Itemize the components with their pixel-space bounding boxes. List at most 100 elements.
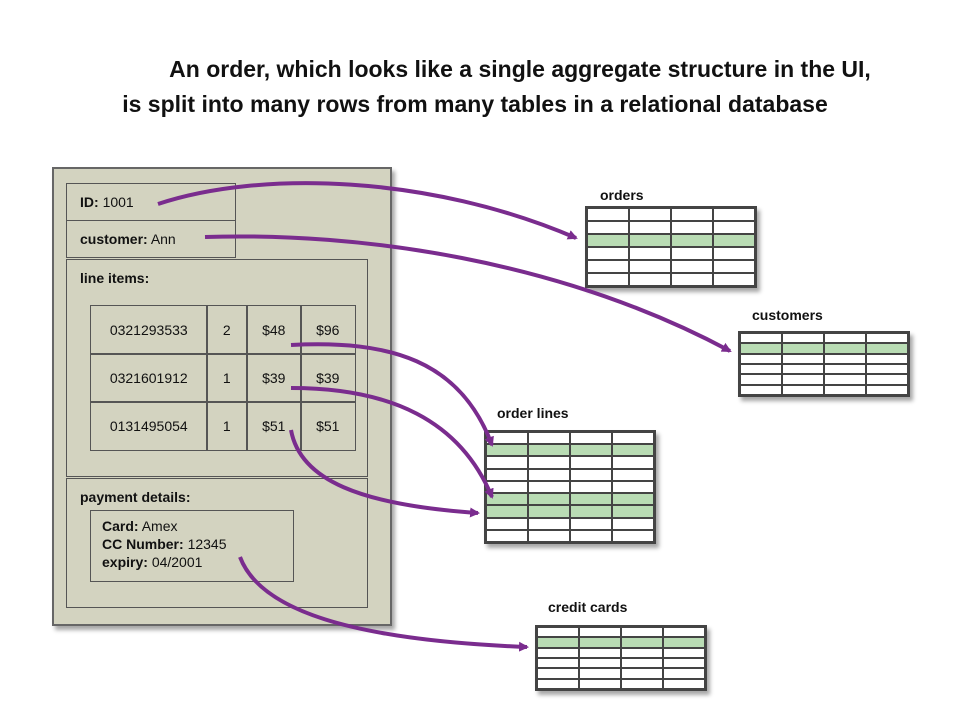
table-cell [621, 678, 663, 689]
table-cell [671, 260, 713, 273]
table-cell [528, 480, 570, 494]
caption-line-2: is split into many rows from many tables… [122, 91, 828, 117]
table-title-customers: customers [752, 307, 823, 323]
table-cell [587, 260, 629, 273]
table-cell [537, 658, 579, 669]
table-cell [740, 384, 782, 395]
caption-line-1: An order, which looks like a single aggr… [169, 56, 871, 82]
table-cell [713, 260, 755, 273]
line-item-1-item-price: $48 [246, 305, 302, 355]
table-cell [570, 529, 612, 542]
table-cell [537, 647, 579, 658]
table-cell [528, 432, 570, 445]
table-cell [570, 444, 612, 457]
table-cell [486, 517, 528, 530]
table-cell [782, 333, 824, 344]
line-item-2-item-isbn: 0321601912 [90, 353, 208, 403]
table-cell [579, 668, 621, 679]
cc-number-field: CC Number: 12345 [102, 536, 227, 552]
arrow-item3-to-order-lines [289, 429, 480, 518]
table-cell [713, 247, 755, 260]
table-cell [782, 343, 824, 354]
table-cell [579, 678, 621, 689]
table-cell [486, 468, 528, 481]
table-cell [570, 517, 612, 530]
table-cell [570, 480, 612, 494]
order-ui-panel: ID: 1001 customer: Ann line items: 03212… [52, 167, 392, 626]
order-id-value: 1001 [102, 194, 134, 210]
line-item-1-item-qty: 2 [206, 305, 248, 355]
table-title-credit-cards: credit cards [548, 599, 628, 615]
table-cell [629, 221, 671, 234]
table-cell [671, 208, 713, 221]
card-value: Amex [141, 518, 178, 534]
credit-cards-table [535, 625, 707, 691]
table-cell [486, 493, 528, 506]
table-cell [782, 364, 824, 375]
table-cell [866, 364, 908, 375]
table-cell [663, 658, 705, 669]
arrow-customer-to-customers [204, 234, 732, 353]
table-cell [528, 493, 570, 506]
expiry-label: expiry: [102, 554, 148, 570]
table-cell [866, 374, 908, 385]
card-field: Card: Amex [102, 518, 177, 534]
table-cell [570, 505, 612, 518]
table-cell [663, 637, 705, 648]
table-cell [537, 627, 579, 638]
table-cell [537, 668, 579, 679]
table-cell [579, 627, 621, 638]
table-cell [528, 468, 570, 481]
card-label: Card: [102, 518, 139, 534]
table-cell [537, 678, 579, 689]
table-cell [612, 505, 654, 518]
table-cell [570, 493, 612, 506]
table-cell [671, 234, 713, 247]
table-cell [528, 444, 570, 457]
table-cell [824, 374, 866, 385]
table-cell [866, 343, 908, 354]
table-cell [570, 432, 612, 445]
arrow-id-to-orders [157, 181, 578, 240]
customer-label: customer: [80, 231, 148, 247]
table-cell [629, 208, 671, 221]
line-item-2-item-total: $39 [300, 353, 356, 403]
arrow-card-to-credit-cards [238, 556, 529, 652]
order-lines-table [484, 430, 656, 544]
table-cell [629, 260, 671, 273]
table-cell [612, 456, 654, 469]
table-cell [782, 353, 824, 364]
table-cell [824, 343, 866, 354]
table-cell [537, 637, 579, 648]
table-cell [866, 333, 908, 344]
table-cell [612, 517, 654, 530]
table-cell [528, 517, 570, 530]
line-item-1-item-isbn: 0321293533 [90, 305, 208, 355]
table-cell [621, 668, 663, 679]
table-cell [663, 678, 705, 689]
table-cell [528, 529, 570, 542]
table-cell [486, 456, 528, 469]
customer-field: customer: Ann [80, 231, 176, 247]
table-cell [740, 374, 782, 385]
cc-number-value: 12345 [187, 536, 227, 552]
payment-label: payment details: [80, 489, 191, 505]
table-cell [671, 273, 713, 286]
table-title-orders: orders [600, 187, 644, 203]
table-cell [486, 505, 528, 518]
table-cell [663, 647, 705, 658]
table-cell [629, 247, 671, 260]
table-cell [612, 480, 654, 494]
payment-card-box [90, 510, 294, 582]
orders-table [585, 206, 757, 288]
expiry-value: 04/2001 [151, 554, 203, 570]
expiry-field: expiry: 04/2001 [102, 554, 202, 570]
table-cell [528, 505, 570, 518]
table-cell [579, 658, 621, 669]
table-cell [824, 384, 866, 395]
table-cell [587, 208, 629, 221]
customers-table [738, 331, 910, 397]
table-cell [824, 353, 866, 364]
table-cell [740, 343, 782, 354]
